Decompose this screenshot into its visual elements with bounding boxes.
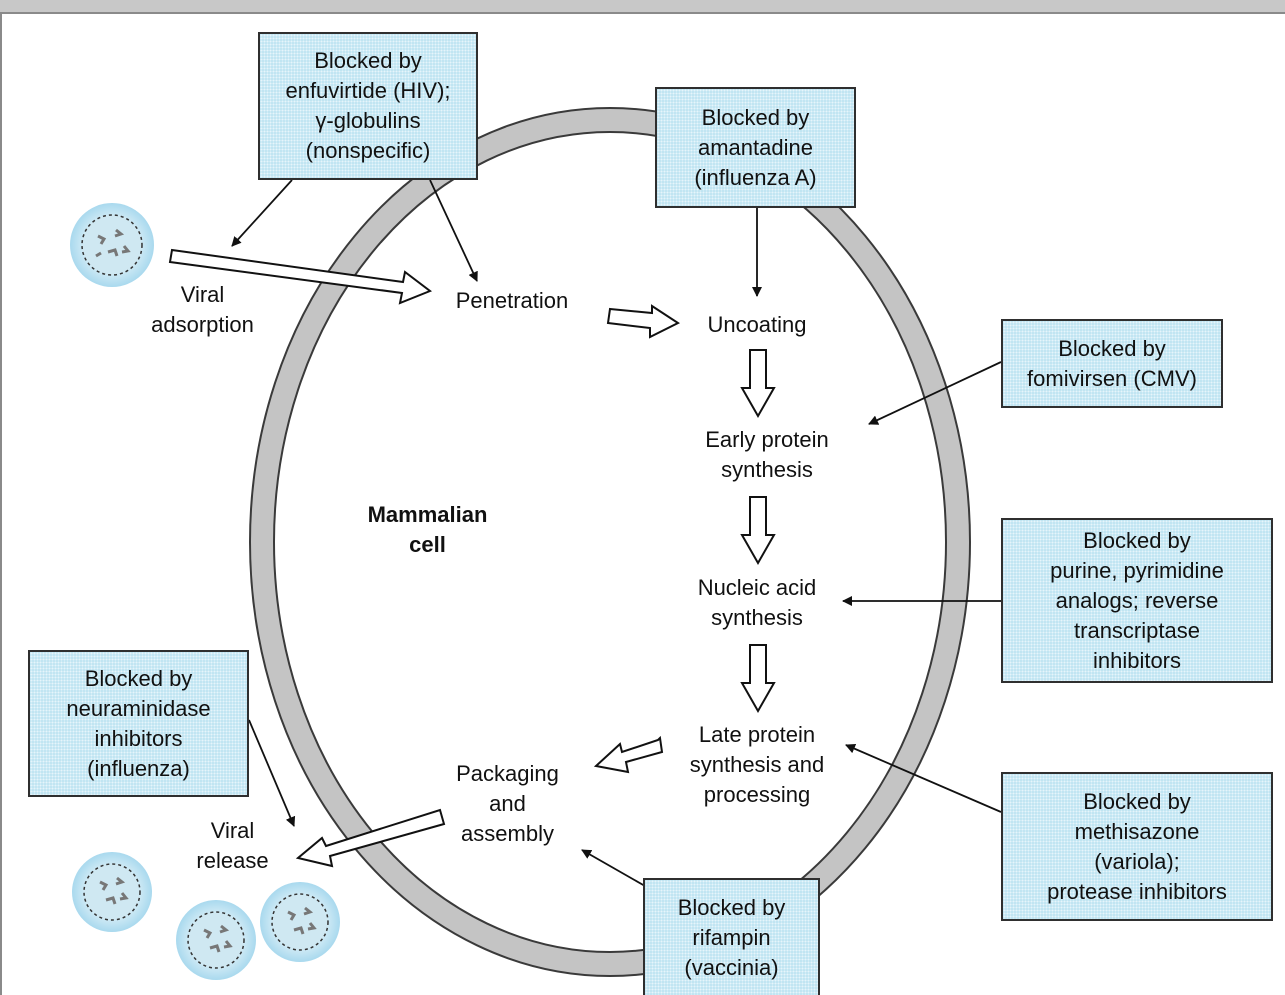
arrow-nucleic-to-late: [740, 644, 776, 714]
virus-particle-adsorption: [70, 203, 154, 287]
step-packaging-assembly: Packaging and assembly: [456, 761, 559, 846]
inhibitor-arrow-rifampin: [581, 849, 646, 887]
virus-particle-release-3: [260, 882, 340, 962]
box-methisazone: Blocked by methisazone (variola); protea…: [1001, 772, 1273, 921]
box-fomivirsen: Blocked by fomivirsen (CMV): [1001, 319, 1223, 408]
cell-membrane-fill: [251, 109, 969, 975]
virus-particle-release-2: [176, 900, 256, 980]
box-rifampin: Blocked by rifampin (vaccinia): [643, 878, 820, 995]
inhibitor-arrow-methisazone: [845, 743, 1002, 813]
arrow-adsorption-to-penetration: [168, 248, 433, 305]
cell-label: Mammalian cell: [367, 502, 488, 557]
step-early-protein-synthesis: Early protein synthesis: [705, 427, 829, 482]
step-viral-adsorption: Viral adsorption: [151, 282, 254, 337]
inhibitor-arrow-enfuvirtide-penetration: [429, 179, 478, 282]
inhibitor-arrow-enfuvirtide-adsorption: [231, 179, 293, 247]
virus-particle-release-1: [72, 852, 152, 932]
arrow-late-to-packaging: [593, 735, 664, 774]
step-late-protein-synthesis: Late protein synthesis and processing: [689, 722, 825, 807]
arrow-penetration-to-uncoating: [606, 304, 681, 339]
step-uncoating: Uncoating: [707, 312, 807, 337]
box-neuraminidase: Blocked by neuraminidase inhibitors (inf…: [28, 650, 249, 797]
arrow-early-to-nucleic: [740, 496, 776, 566]
box-purine-analogs: Blocked by purine, pyrimidine analogs; r…: [1001, 518, 1273, 683]
inhibitor-arrow-neuraminidase: [248, 719, 296, 827]
diagram-frame: [0, 14, 1285, 995]
step-nucleic-acid-synthesis: Nucleic acid synthesis: [697, 575, 817, 630]
inhibitor-arrow-fomivirsen: [868, 361, 1002, 425]
arrow-packaging-to-release: [295, 808, 446, 868]
step-penetration: Penetration: [455, 288, 569, 313]
arrow-uncoating-to-early: [740, 349, 776, 419]
box-enfuvirtide: Blocked by enfuvirtide (HIV); γ-globulin…: [258, 32, 478, 180]
step-viral-release: Viral release: [196, 818, 269, 873]
box-amantadine: Blocked by amantadine (influenza A): [655, 87, 856, 208]
top-bar: [0, 0, 1285, 14]
